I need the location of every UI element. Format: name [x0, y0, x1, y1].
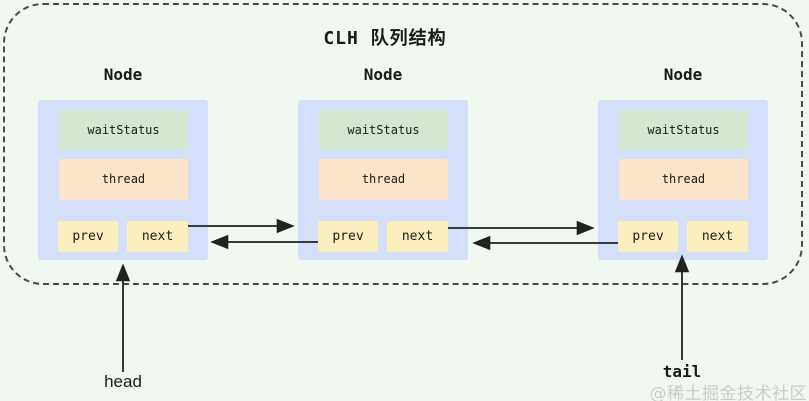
node-1-next-field: next: [127, 221, 188, 252]
node-1-thread-field: thread: [59, 159, 188, 200]
tail-pointer-label: tail: [662, 362, 702, 381]
node-2: Node waitStatus thread prev next: [298, 64, 468, 260]
head-pointer-label: head: [104, 372, 142, 391]
dashed-border-frame: [3, 3, 803, 285]
node-2-next-field: next: [387, 221, 448, 252]
node-1-title: Node: [103, 65, 143, 84]
node-1-box: waitStatus thread prev next: [38, 100, 208, 260]
node-1-prev-field: prev: [58, 221, 118, 252]
node-1-waitstatus-field: waitStatus: [59, 110, 188, 150]
diagram-title: CLH 队列结构: [323, 28, 447, 49]
node-1: Node waitStatus thread prev next: [38, 64, 208, 260]
node-2-thread-field: thread: [319, 159, 448, 200]
watermark-text: @稀土掘金技术社区: [649, 384, 807, 401]
node-2-prev-field: prev: [318, 221, 378, 252]
node-3-thread-field: thread: [619, 159, 748, 200]
node-3: Node waitStatus thread prev next: [598, 64, 768, 260]
node-3-box: waitStatus thread prev next: [598, 100, 768, 260]
node-3-title: Node: [663, 65, 703, 84]
node-3-waitstatus-field: waitStatus: [619, 110, 748, 150]
node-2-box: waitStatus thread prev next: [298, 100, 468, 260]
node-3-next-field: next: [687, 221, 748, 252]
node-2-waitstatus-field: waitStatus: [319, 110, 448, 150]
node-2-title: Node: [363, 65, 403, 84]
node-3-prev-field: prev: [618, 221, 678, 252]
